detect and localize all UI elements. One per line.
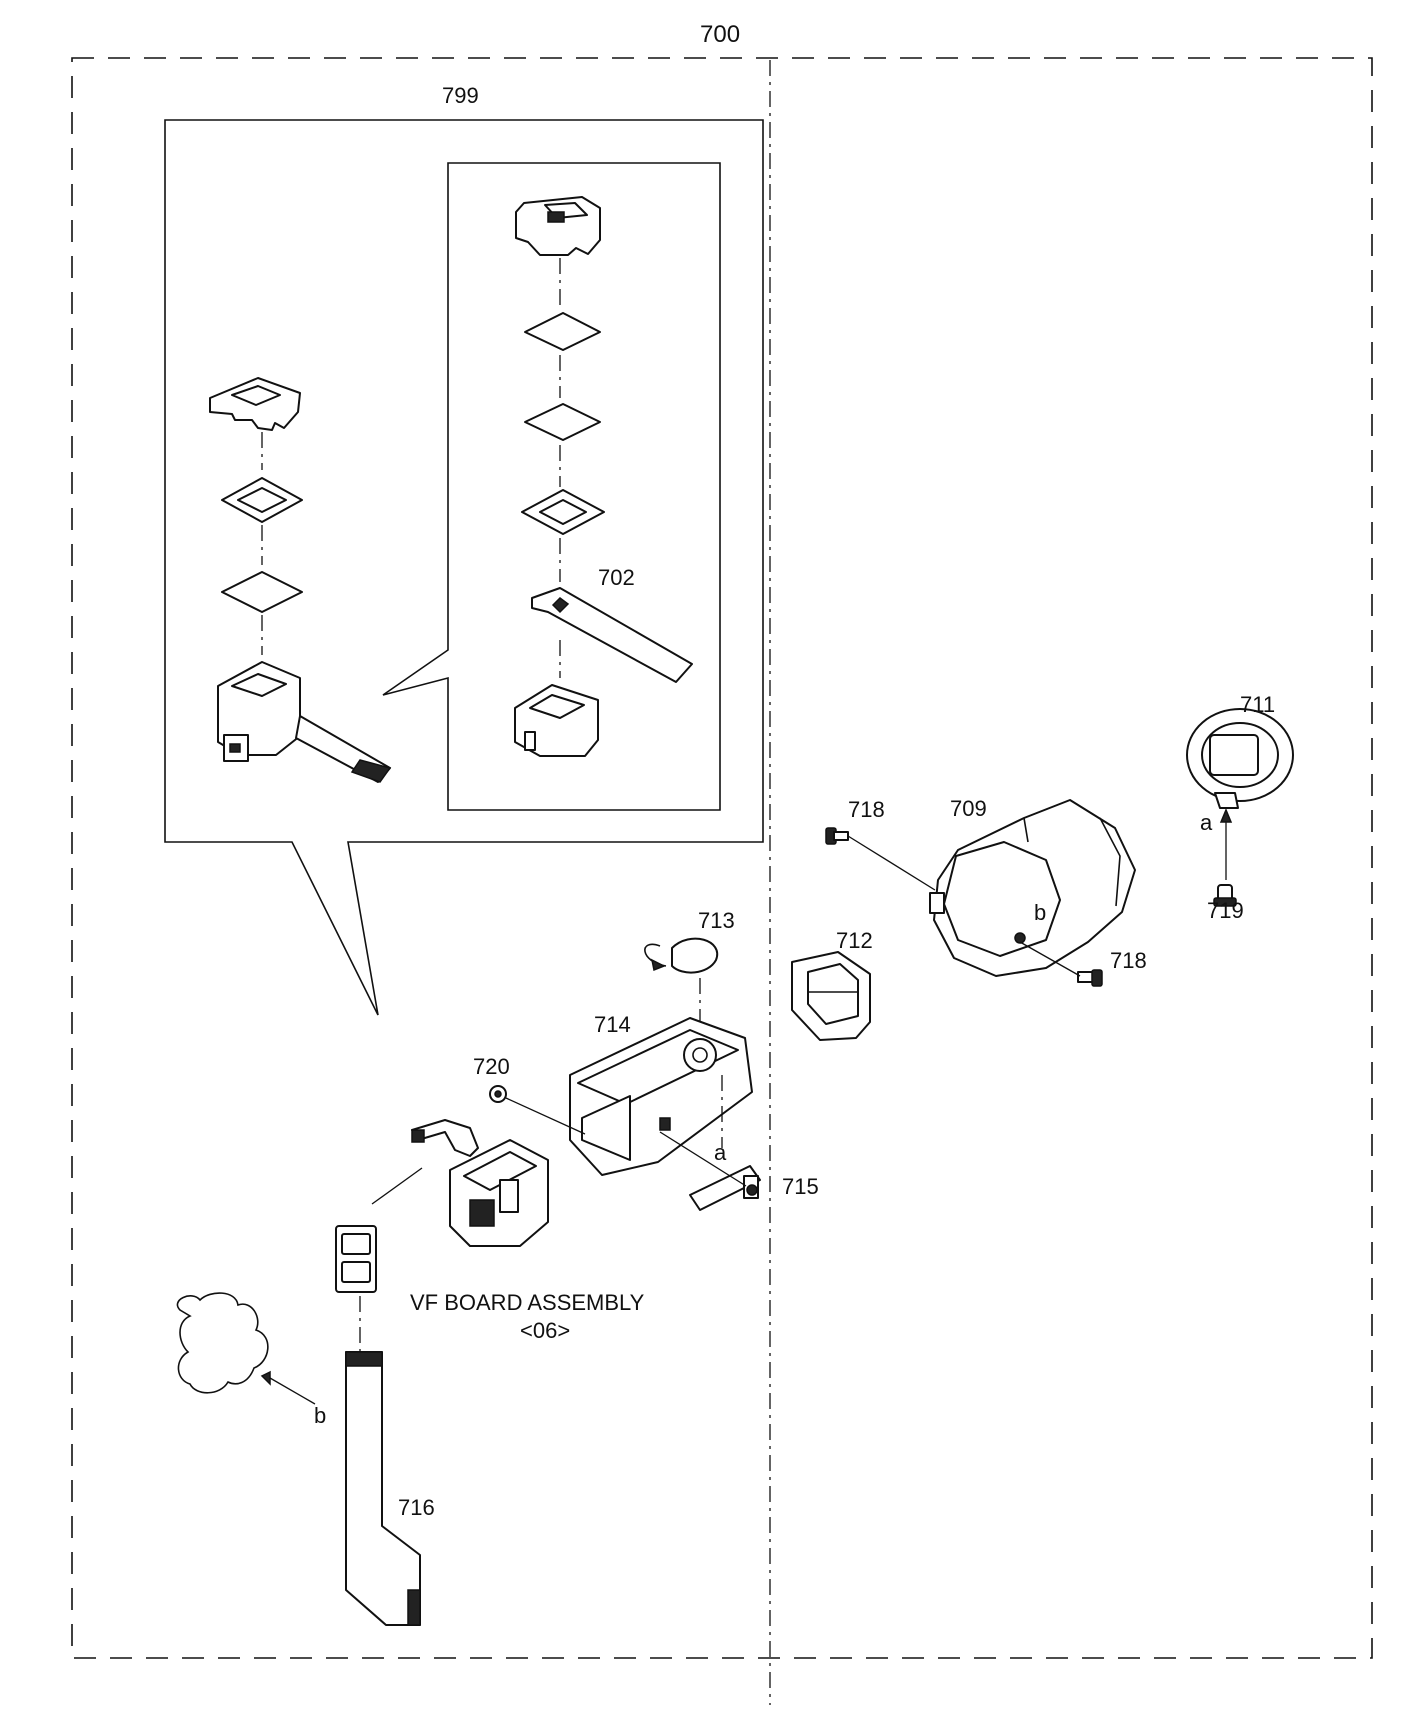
detail-stack-parts [514,196,693,757]
vf-board-title: VF BOARD ASSEMBLY [410,1290,645,1315]
label-a-711: a [1200,810,1213,835]
leader-720 [505,1097,586,1135]
part-720-screw [489,1085,507,1103]
part-718-screw-upper [825,827,849,845]
label-716: 716 [398,1495,435,1520]
body-fragment-b [176,1292,269,1394]
part-719-screw [1213,884,1237,907]
label-b-709: b [1034,900,1046,925]
label-a-714: a [714,1140,727,1165]
label-709: 709 [950,796,987,821]
part-709-barrel [929,799,1136,977]
label-712: 712 [836,928,873,953]
vf-board-assembly-parts [335,1119,549,1293]
part-715-lever [689,1165,761,1211]
label-b-body: b [314,1403,326,1428]
vf-board-code: <06> [520,1318,570,1343]
label-713: 713 [698,908,735,933]
part-716-flex-cable [345,1351,421,1626]
label-711: 711 [1240,692,1275,717]
sub-assembly-799-label: 799 [442,83,479,108]
part-713-cap [644,937,719,974]
arrow-b-body [260,1370,271,1386]
label-715: 715 [782,1174,819,1199]
leader-715 [659,1131,747,1187]
leader-b-body [269,1377,316,1405]
label-720: 720 [473,1054,510,1079]
callout-799-balloon [164,119,764,1016]
part-714-housing [569,1017,753,1176]
arrow-a-711 [1219,808,1233,823]
leader-718-upper [847,835,936,891]
callout-detail-balloon [382,162,721,811]
label-719: 719 [1207,898,1244,923]
label-718-upper: 718 [848,797,885,822]
leader-718-lower [1019,941,1081,977]
part-711-eyecup [1186,708,1294,809]
assembly-700-boundary [71,57,1373,1659]
label-714: 714 [594,1012,631,1037]
outer-stack-parts [209,377,392,783]
label-702: 702 [598,565,635,590]
label-718-lower: 718 [1110,948,1147,973]
part-718-screw-lower [1077,969,1103,987]
assembly-700-label: 700 [700,21,740,48]
part-712-lens-block [791,951,871,1041]
